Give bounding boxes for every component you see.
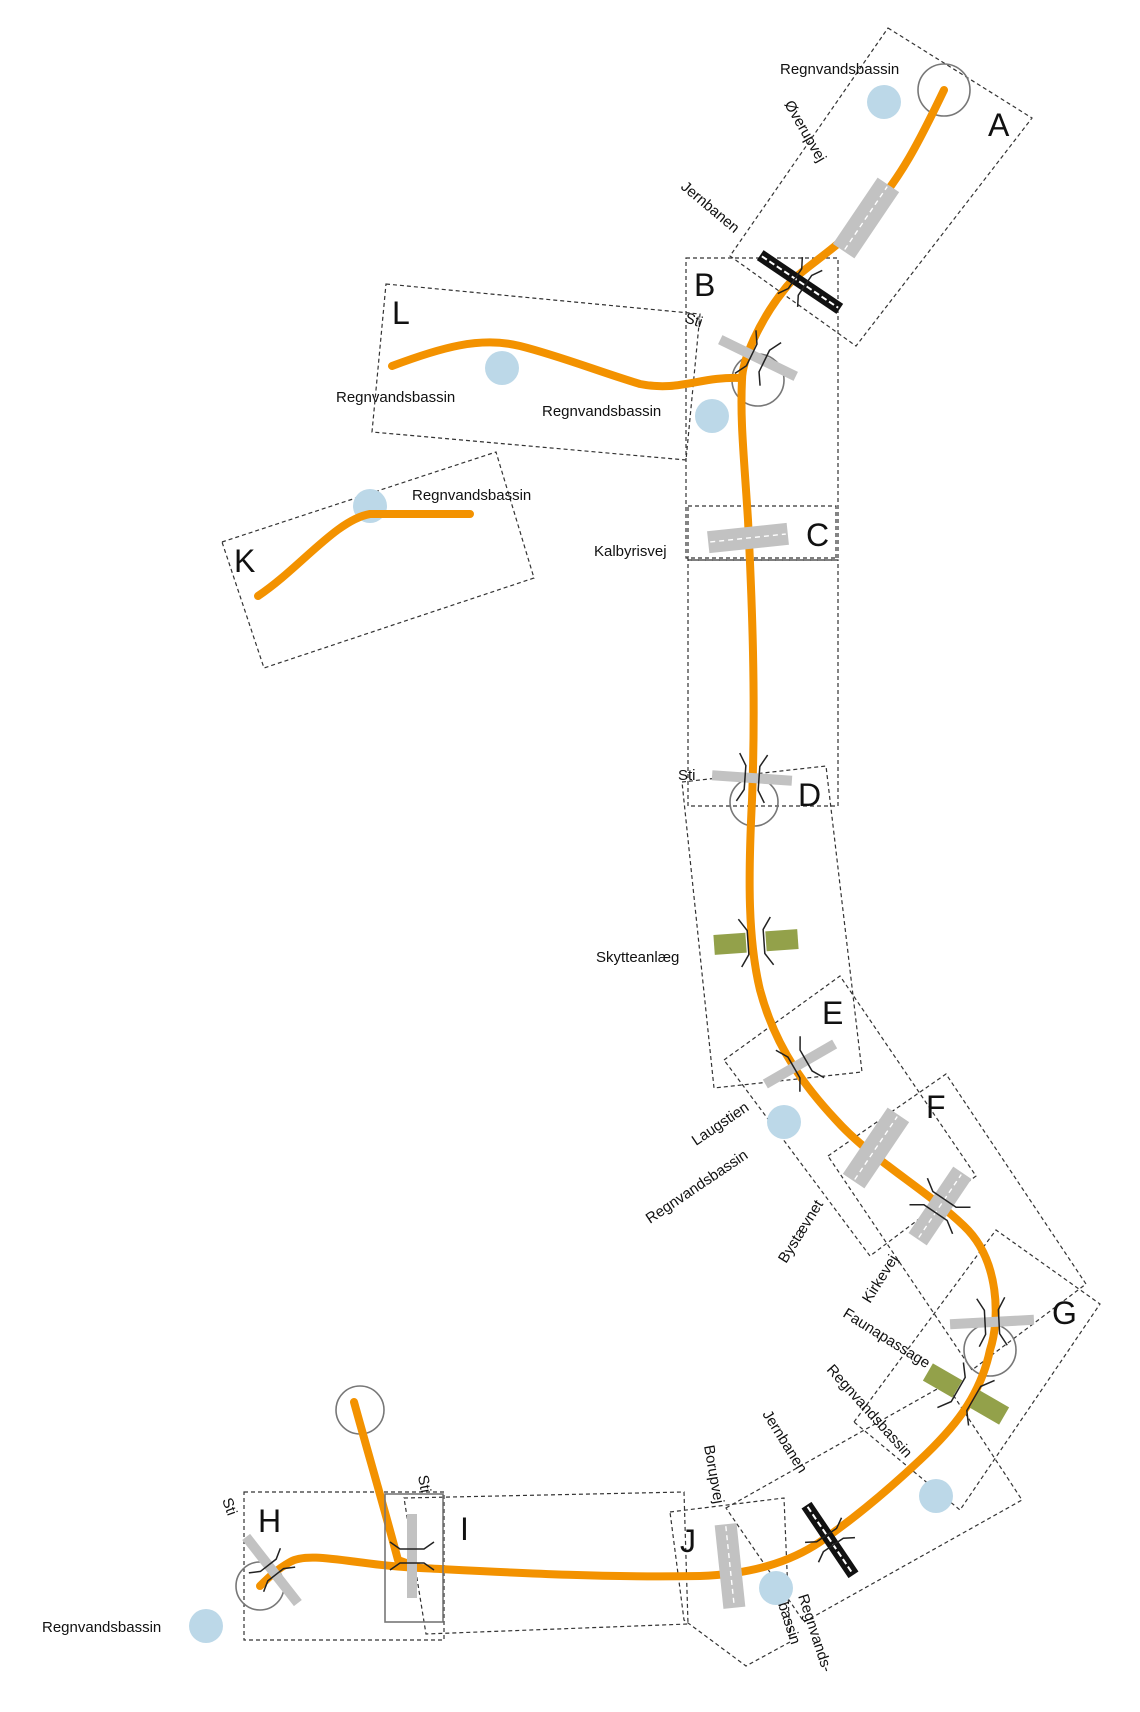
route-branch-l [388, 338, 746, 391]
zone-box-f [827, 1073, 1087, 1371]
box-sti-i [384, 1493, 444, 1623]
zone-box-d-lower [681, 765, 863, 1089]
label-bystaevnet: Bystævnet [775, 1196, 827, 1266]
rail-crossings [756, 250, 859, 1579]
zone-box-e [723, 975, 977, 1257]
route-branch-i [350, 1398, 424, 1572]
label-borupvej: Borupvej [700, 1444, 727, 1505]
zone-box-g [853, 1229, 1101, 1511]
label-regnvandsbassin-a: Regnvandsbassin [780, 61, 899, 78]
zone-label-a: A [988, 107, 1010, 143]
road-overupvej [832, 177, 900, 259]
rail-jernbanen-a [756, 250, 844, 314]
route-main [256, 86, 1000, 1590]
zone-letters: A B L K C D E F G H I J [234, 107, 1077, 1559]
road-crossings [242, 177, 1035, 1623]
label-regnvandsbassin-g: Regnvandsbassin [823, 1361, 915, 1461]
road-sti-d [711, 770, 793, 786]
zone-box-k [221, 451, 535, 669]
label-skytteanlaeg: Skytteanlæg [596, 949, 679, 966]
zone-label-l: L [392, 295, 410, 331]
zone-label-g: G [1052, 1295, 1077, 1331]
zone-boxes [221, 27, 1101, 1667]
skytteanlaeg-bars [713, 929, 799, 955]
basin-l [485, 351, 519, 385]
zone-box-d-upper [687, 559, 839, 807]
road-borupvej [714, 1523, 746, 1609]
zone-label-h: H [258, 1503, 281, 1539]
label-laugstien: Laugstien [689, 1099, 752, 1149]
labels: Regnvandsbassin Øverupvej Jernbanen Sti … [42, 61, 933, 1674]
zone-label-b: B [694, 267, 715, 303]
label-jernbanen-j: Jernbanen [759, 1407, 811, 1476]
basin-a [867, 85, 901, 119]
road-bystaevnet [842, 1107, 910, 1189]
passage-circles [235, 63, 1017, 1611]
zone-label-c: C [806, 517, 829, 553]
label-regnvandsbassin-l: Regnvandsbassin [336, 389, 455, 406]
basin-h [189, 1609, 223, 1643]
label-sti-i: Sti [414, 1474, 434, 1494]
road-kirkevej [908, 1166, 972, 1246]
label-faunapassage: Faunapassage [840, 1305, 933, 1372]
label-kalbyrisvej: Kalbyrisvej [594, 543, 667, 560]
road-kalbyrisvej [707, 522, 789, 554]
wings-kirkevej [909, 1177, 971, 1235]
wings-faunapassage [937, 1362, 995, 1426]
label-regnvandsbassin-b: Regnvandsbassin [542, 403, 661, 420]
basin-e [767, 1105, 801, 1139]
wings-a [777, 257, 823, 307]
label-jernbanen-a: Jernbanen [677, 178, 742, 237]
zone-label-d: D [798, 777, 821, 813]
basins [189, 85, 953, 1643]
wings-b [734, 330, 782, 386]
label-regnvandsbassin-k: Regnvandsbassin [412, 487, 531, 504]
zone-label-i: I [460, 1511, 469, 1547]
wings-e [775, 1036, 825, 1092]
zone-label-f: F [926, 1089, 946, 1125]
label-sti-d: Sti [678, 767, 696, 784]
basin-b [695, 399, 729, 433]
zone-label-j: J [680, 1523, 696, 1559]
faunapassage-bars [922, 1363, 1010, 1425]
zone-box-l [371, 283, 701, 461]
rail-jernbanen-j [801, 1501, 859, 1579]
label-sti-h: Sti [218, 1496, 240, 1518]
road-laugstien [762, 1039, 838, 1089]
basin-g [919, 1479, 953, 1513]
route [254, 86, 1000, 1590]
road-sti-b [718, 335, 798, 381]
label-regnvandsbassin-h: Regnvandsbassin [42, 1619, 161, 1636]
zone-box-i [403, 1491, 689, 1635]
basin-j [759, 1571, 793, 1605]
road-sti-g [949, 1314, 1035, 1330]
circle-a [917, 63, 971, 117]
wings-skytteanlaeg [737, 916, 775, 968]
wings-g [976, 1296, 1008, 1348]
wings-h [248, 1547, 296, 1593]
label-kirkevej: Kirkevej [859, 1252, 902, 1306]
road-sti-i [407, 1514, 417, 1598]
road-sti-h [242, 1533, 302, 1607]
zone-box-a [729, 27, 1033, 347]
zone-label-e: E [822, 995, 843, 1031]
label-sti-b: Sti [683, 310, 705, 332]
wings-i [389, 1541, 435, 1571]
zone-box-b [685, 257, 839, 559]
label-overupvej: Øverupvej [781, 98, 830, 166]
zone-label-k: K [234, 543, 255, 579]
wings-d [735, 752, 769, 804]
wings-jernbanen-j [805, 1517, 855, 1563]
bridge-wings [248, 257, 1008, 1593]
label-regnvandsbassin-e: Regnvandsbassin [643, 1147, 751, 1228]
fauna-crossings [713, 929, 1010, 1425]
route-branch-k [254, 510, 474, 600]
